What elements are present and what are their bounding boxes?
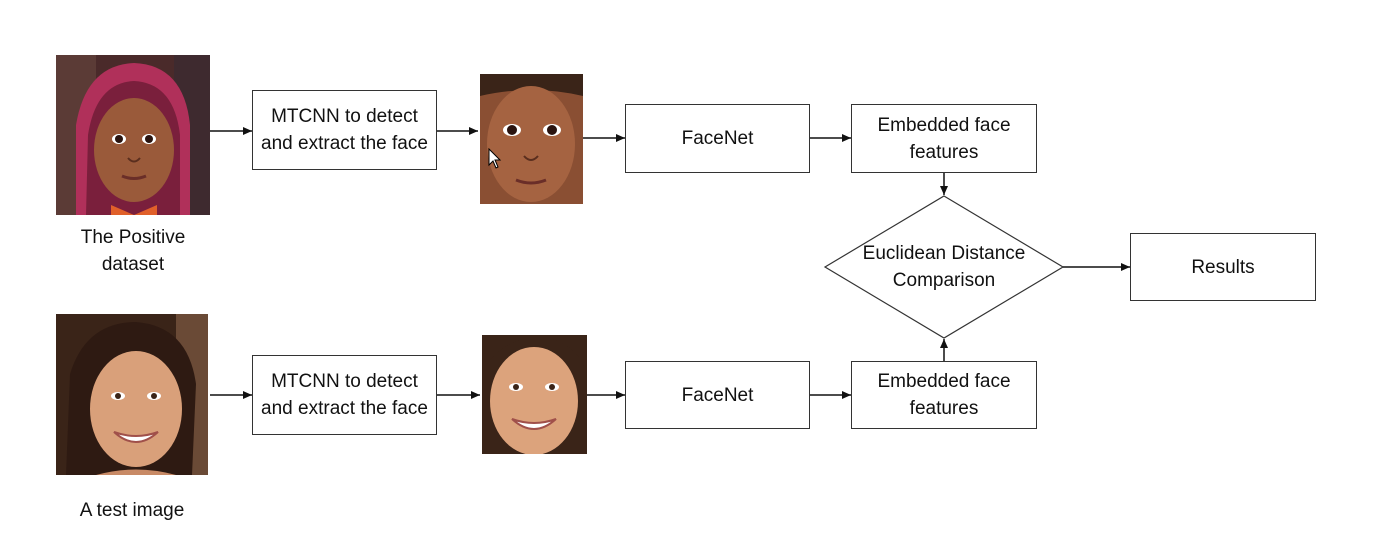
embedded-features-box-bottom-label: Embedded face features [877,371,1011,419]
mtcnn-box-bottom-label: MTCNN to detect and extract the face [261,371,428,419]
facenet-box-bottom-label: FaceNet [681,384,754,406]
mtcnn-box-bottom: MTCNN to detect and extract the face [252,355,437,435]
child-face-crop [480,74,583,204]
embedded-features-box-top-label: Embedded face features [877,114,1011,163]
comparison-label: Euclidean Distance Comparison [862,243,1026,291]
child-face-photo [56,55,210,215]
results-box: Results [1130,233,1316,301]
comparison-diamond [823,195,1065,339]
embedded-features-box-top: Embedded face features [851,104,1037,173]
results-label: Results [1191,256,1255,278]
mtcnn-box-top-label: MTCNN to detect and extract the face [261,106,428,154]
facenet-box-top-label: FaceNet [681,128,754,149]
positive-dataset-label: The Positive dataset [80,227,186,275]
mtcnn-box-top: MTCNN to detect and extract the face [252,90,437,170]
woman-face-photo [56,314,208,475]
facenet-box-bottom: FaceNet [625,361,810,429]
mouse-cursor-icon [488,148,502,169]
embedded-features-box-bottom: Embedded face features [851,361,1037,429]
test-image-label: A test image [79,500,185,521]
facenet-box-top: FaceNet [625,104,810,173]
woman-face-crop [482,335,587,454]
